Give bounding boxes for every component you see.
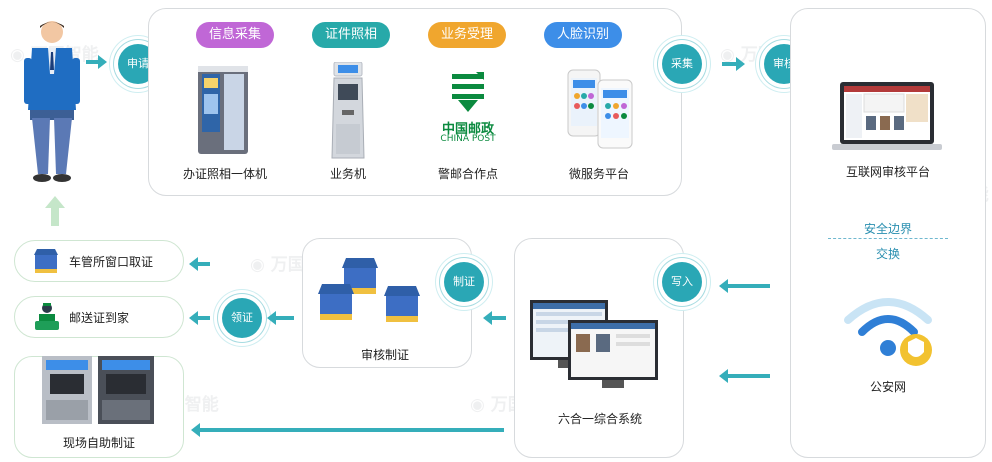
security-boundary-label: 安全边界 <box>848 220 928 237</box>
building-icon <box>31 247 61 275</box>
self-service-kiosk-icon <box>40 352 156 426</box>
boundary-divider <box>828 238 948 239</box>
tag-info-collect: 信息采集 <box>196 22 274 48</box>
mail-delivery-label: 邮送证到家 <box>69 309 129 326</box>
internet-review-label: 互联网审核平台 <box>828 163 948 180</box>
buildings-icon <box>318 254 448 334</box>
get-badge: 领证 <box>222 298 262 338</box>
person-icon <box>20 18 84 186</box>
integrated-system-label: 六合一综合系统 <box>540 410 660 427</box>
photo-kiosk-icon <box>196 64 250 156</box>
china-post-en: CHINA POST <box>430 134 506 144</box>
mobile-phones-icon <box>566 66 636 150</box>
business-machine-label: 业务机 <box>308 165 388 182</box>
make-badge: 制证 <box>444 262 484 302</box>
tag-face-recognition: 人脸识别 <box>544 22 622 48</box>
collect-badge: 采集 <box>662 44 702 84</box>
photo-kiosk-label: 办证照相一体机 <box>180 165 270 182</box>
exchange-label: 交换 <box>848 245 928 262</box>
wifi-shield-icon <box>838 290 938 370</box>
window-pickup-label: 车管所窗口取证 <box>69 253 153 270</box>
post-cooperation-label: 警邮合作点 <box>418 165 518 182</box>
window-pickup-item: 车管所窗口取证 <box>14 240 184 282</box>
onsite-self-service-label: 现场自助制证 <box>44 434 154 451</box>
tag-id-photo: 证件照相 <box>312 22 390 48</box>
mail-delivery-item: 邮送证到家 <box>14 296 184 338</box>
laptop-icon <box>832 80 942 156</box>
micro-service-label: 微服务平台 <box>554 165 644 182</box>
courier-icon <box>33 301 61 333</box>
police-network-label: 公安网 <box>848 378 928 395</box>
review-make-label: 审核制证 <box>340 346 430 363</box>
computer-monitors-icon <box>528 296 662 392</box>
tag-business: 业务受理 <box>428 22 506 48</box>
write-badge: 写入 <box>662 262 702 302</box>
business-machine-icon <box>330 62 366 160</box>
china-post-logo-icon <box>448 70 488 114</box>
up-arrow-icon <box>45 196 65 226</box>
